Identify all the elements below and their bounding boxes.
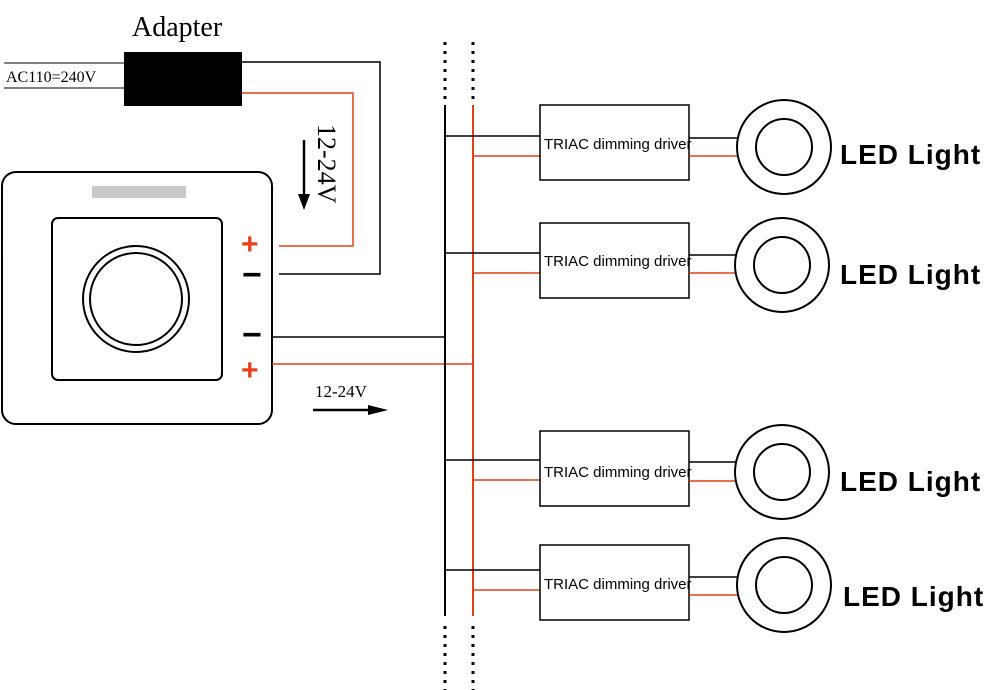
driver-box-2 [539, 222, 690, 299]
led-label-2: LED Light [840, 259, 981, 290]
led-light-3-inner [753, 443, 811, 501]
dimmer-slot [92, 186, 186, 198]
terminal-minus-bottom: − [242, 316, 262, 354]
driver-row-2: TRIAC dimming driver LED Light [445, 217, 981, 313]
terminal-plus-bottom: + [241, 354, 259, 387]
voltage-output-label: 12-24V [315, 382, 368, 401]
driver-box-3 [539, 430, 690, 507]
driver-row-1: TRIAC dimming driver LED Light [445, 99, 981, 195]
terminal-plus-top: + [241, 228, 259, 261]
driver-row-3: TRIAC dimming driver LED Light [445, 424, 981, 520]
driver-box-4 [539, 544, 690, 621]
right-arrow-icon [368, 405, 388, 415]
driver-label-1: TRIAC dimming driver [544, 136, 692, 153]
adapter-negative-wire [242, 61, 381, 275]
terminal-minus-top: − [242, 256, 262, 294]
driver-box-1 [539, 104, 690, 181]
down-arrow-icon [298, 194, 310, 210]
led-label-1: LED Light [840, 139, 981, 170]
driver-label-2: TRIAC dimming driver [544, 253, 692, 270]
adapter-body [124, 52, 242, 106]
driver-label-3: TRIAC dimming driver [544, 464, 692, 481]
adapter-positive-wire [242, 92, 354, 247]
adapter-input-label: AC110=240V [6, 69, 97, 86]
driver-label-4: TRIAC dimming driver [544, 576, 692, 593]
led-light-1-inner [755, 118, 813, 176]
led-label-3: LED Light [840, 466, 981, 497]
dimmer-knob-inner [89, 252, 183, 346]
driver-row-4: TRIAC dimming driver LED Light [445, 537, 984, 633]
led-light-2-inner [753, 236, 811, 294]
led-light-4-inner [755, 556, 813, 614]
voltage-vertical-label: 12-24V [312, 124, 341, 204]
led-label-4: LED Light [843, 581, 984, 612]
adapter-title: Adapter [132, 12, 223, 43]
